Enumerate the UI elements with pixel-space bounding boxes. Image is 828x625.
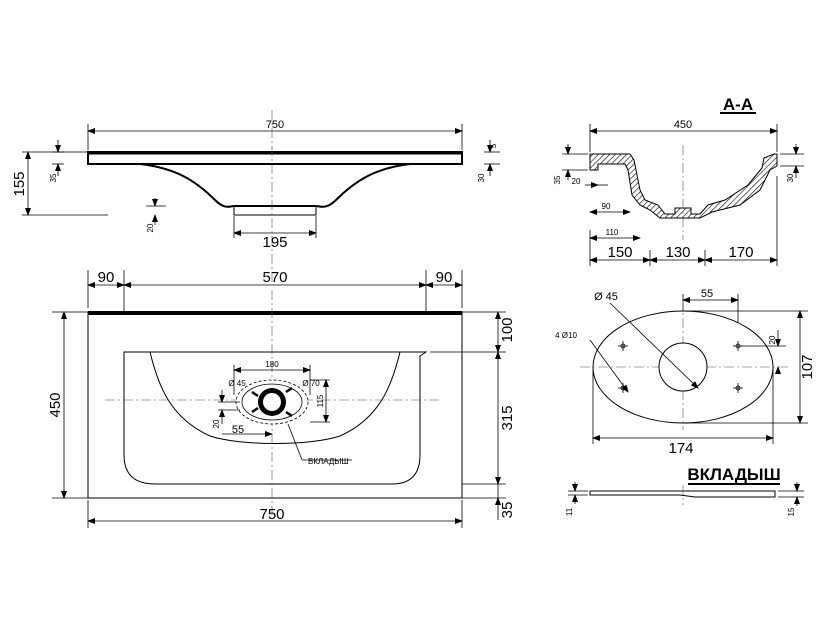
side-height-label: 155 (11, 171, 28, 196)
top-insert-115-label: 115 (316, 394, 325, 407)
top-back-35-label: 35 (499, 502, 516, 519)
insert-offset-20-label: 20 (768, 335, 777, 344)
section-width-label: 450 (674, 119, 692, 131)
top-hole-d45-label: Ø 45 (228, 379, 246, 388)
insert-spacing-label: 55 (701, 288, 713, 300)
side-drain-width-label: 195 (262, 234, 287, 251)
side-rim-top-label: 5 (489, 143, 498, 148)
insert-title: ВКЛАДЫШ (687, 465, 780, 484)
top-view: 90 570 90 180 Ø 45 Ø 70 115 (47, 269, 516, 528)
top-hole-d70-label: Ø 70 (302, 379, 320, 388)
insert-width-label: 174 (668, 440, 693, 457)
insert-thickness-11-label: 11 (565, 507, 574, 516)
section-seg-170-label: 170 (728, 244, 753, 261)
section-title: А-А (723, 95, 753, 114)
section-offset-90-label: 90 (602, 202, 611, 211)
top-bowl-315-label: 315 (499, 405, 516, 430)
section-seg-130-label: 130 (665, 244, 690, 261)
top-hole-spacing-label: 180 (265, 360, 279, 369)
section-left-rim-label: 35 (553, 175, 562, 184)
section-right-rim-label: 30 (786, 173, 795, 182)
top-total-width-label: 750 (259, 506, 284, 523)
side-view: 750 155 35 5 30 20 1 (11, 110, 500, 285)
top-front-100-label: 100 (499, 317, 516, 342)
top-right-margin-label: 90 (436, 269, 453, 286)
top-depth-label: 450 (47, 392, 64, 417)
top-insert-55-label: 55 (232, 424, 244, 436)
side-width-label: 750 (266, 119, 284, 131)
side-rim-left-label: 35 (49, 173, 58, 182)
section-seg-150-label: 150 (607, 244, 632, 261)
section-view: А-А 450 35 30 20 90 110 (553, 95, 804, 266)
top-left-margin-label: 90 (98, 269, 115, 286)
section-offset-20-label: 20 (572, 177, 581, 186)
insert-height-label: 107 (799, 354, 816, 379)
side-rim-right-label: 30 (477, 173, 486, 182)
top-insert-label: ВКЛАДЫШ (308, 457, 349, 466)
top-bowl-width-label: 570 (262, 269, 287, 286)
top-insert-20-label: 20 (212, 419, 221, 428)
insert-small-holes-label: 4 Ø10 (555, 331, 577, 340)
section-offset-110-label: 110 (606, 228, 619, 237)
insert-hole-d45-label: Ø 45 (594, 291, 618, 303)
side-drain-depth-label: 20 (146, 223, 155, 232)
insert-thickness-15-label: 15 (787, 507, 796, 516)
insert-view: 55 Ø 45 4 Ø10 20 107 (555, 288, 816, 516)
